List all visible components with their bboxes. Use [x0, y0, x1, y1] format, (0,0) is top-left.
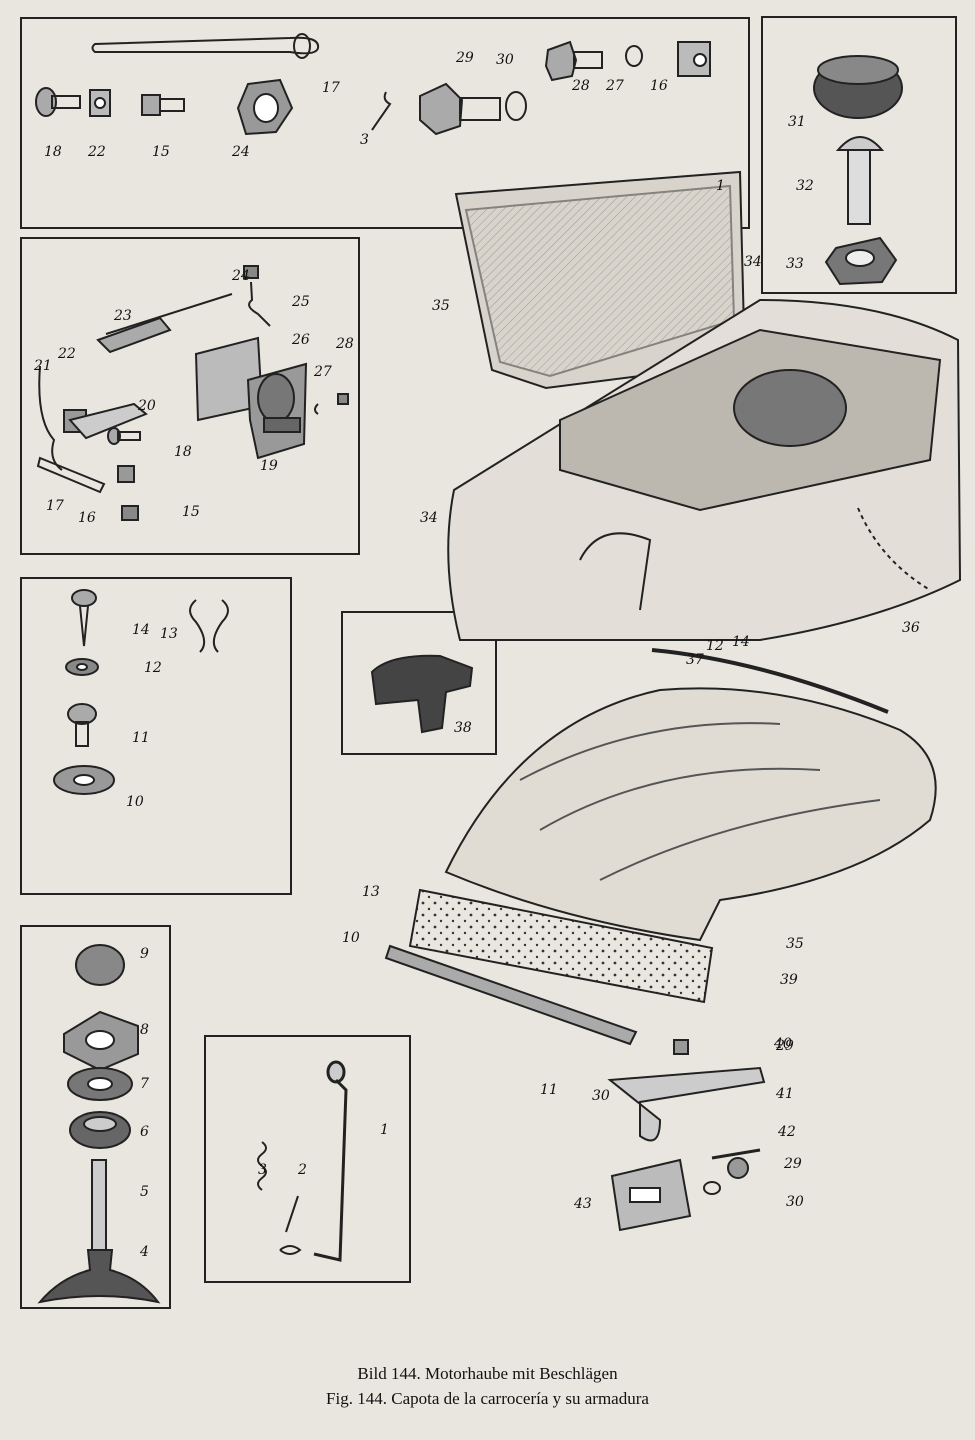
- caption-spanish: Fig. 144. Capota de la carrocería y su a…: [326, 1389, 649, 1408]
- callout-hinge-18: 18: [174, 444, 192, 460]
- callout-top_strip-15: 15: [152, 144, 170, 160]
- callout-stack-8: 8: [140, 1022, 149, 1038]
- callout-top_strip-28: 28: [571, 78, 590, 94]
- callout-top_strip-18: 18: [44, 144, 62, 160]
- callout-main-40: 40: [773, 1036, 792, 1052]
- knob-38-drawing: [370, 654, 474, 734]
- callout-main-1: 1: [716, 178, 725, 194]
- callout-hinge-17: 17: [46, 498, 64, 514]
- callout-main-41: 41: [775, 1086, 794, 1102]
- callout-hinge-21: 21: [33, 358, 52, 374]
- callout-main-36: 36: [902, 620, 920, 636]
- knob-assembly-drawing: [813, 55, 903, 286]
- callout-fasteners-12: 12: [144, 660, 162, 676]
- callout-fasteners-10: 10: [126, 794, 144, 810]
- top-strip-drawings: [35, 33, 711, 136]
- callout-main-29: 29: [783, 1156, 802, 1172]
- callout-knob-31: 31: [788, 114, 806, 130]
- callout-hinge-23: 23: [113, 308, 132, 324]
- callout-main-39: 39: [780, 972, 798, 988]
- callout-fasteners-14: 14: [132, 622, 150, 638]
- callout-rod-3: 3: [258, 1162, 267, 1178]
- callout-main-37: 37: [686, 652, 704, 668]
- callout-hinge-16: 16: [78, 510, 96, 526]
- callout-main-10: 10: [342, 930, 360, 946]
- callout-main-30: 30: [592, 1088, 610, 1104]
- caption-german: Bild 144. Motorhaube mit Beschlägen: [357, 1364, 618, 1383]
- callout-fasteners-13: 13: [160, 626, 178, 642]
- callout-rod-1: 1: [380, 1122, 389, 1138]
- callout-top_strip-3: 3: [360, 132, 369, 148]
- callout-top_strip-24: 24: [231, 144, 250, 160]
- callout-stack-7: 7: [140, 1076, 149, 1092]
- callout-main-43: 43: [573, 1196, 592, 1212]
- callout-stack-4: 4: [139, 1244, 149, 1260]
- callout-knob_small-38: 38: [454, 720, 472, 736]
- callout-hinge-15: 15: [182, 504, 200, 520]
- knob-stack-drawing: [37, 944, 161, 1304]
- hinge-assembly-drawing: [36, 265, 349, 521]
- callout-hinge-28: 28: [335, 336, 354, 352]
- callout-top_strip-29: 29: [455, 50, 474, 66]
- car-front-drawing: [447, 170, 962, 641]
- callout-main-13: 13: [362, 884, 380, 900]
- callout-main-11: 11: [540, 1082, 558, 1098]
- callout-rod-2: 2: [297, 1162, 307, 1178]
- callout-main-12: 12: [706, 638, 724, 654]
- callout-hinge-25: 25: [291, 294, 310, 310]
- callout-top_strip-16: 16: [650, 78, 668, 94]
- callout-hinge-24: 24: [231, 268, 250, 284]
- fasteners-drawing: [53, 589, 229, 795]
- callout-hinge-19: 19: [260, 458, 278, 474]
- callout-main-30: 30: [786, 1194, 804, 1210]
- callout-hinge-26: 26: [291, 332, 310, 348]
- callout-main-34: 34: [420, 510, 438, 526]
- callout-top_strip-17: 17: [322, 80, 340, 96]
- callout-main-35: 35: [786, 936, 804, 952]
- callout-main-35: 35: [432, 298, 450, 314]
- callout-main-42: 42: [777, 1124, 796, 1140]
- callout-stack-6: 6: [140, 1124, 149, 1140]
- prop-rod-drawing: [257, 1060, 348, 1262]
- callout-stack-5: 5: [140, 1184, 149, 1200]
- callout-fasteners-11: 11: [132, 730, 150, 746]
- callout-main-34: 34: [744, 254, 762, 270]
- callout-hinge-20: 20: [137, 398, 156, 414]
- callout-hinge-27: 27: [313, 364, 332, 380]
- callout-knob-33: 33: [786, 256, 804, 272]
- callout-top_strip-27: 27: [605, 78, 624, 94]
- callout-stack-9: 9: [140, 946, 149, 962]
- callout-top_strip-30: 30: [496, 52, 514, 68]
- callout-main-14: 14: [732, 634, 750, 650]
- callout-knob-32: 32: [796, 178, 814, 194]
- hood-panel-drawing: [384, 648, 937, 1232]
- callout-main-29: 29: [775, 1038, 794, 1054]
- callout-hinge-22: 22: [57, 346, 76, 362]
- callout-top_strip-22: 22: [87, 144, 106, 160]
